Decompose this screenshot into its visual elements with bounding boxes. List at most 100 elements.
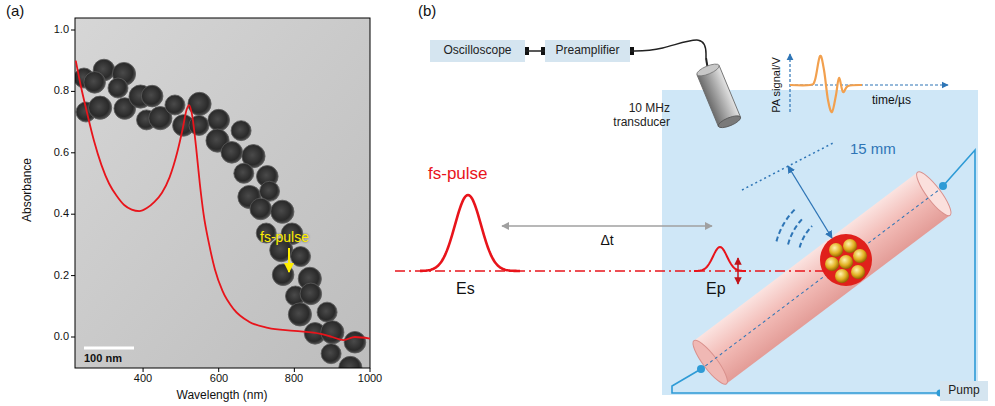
tube-joint [939,182,947,190]
sample-tube [684,165,959,391]
nanoparticle [141,85,163,107]
tick-label: 0.0 [54,330,69,343]
nanoparticle [272,264,294,286]
gold-particle [843,239,857,253]
box-label: Oscilloscope [443,44,511,58]
nanoparticle [271,200,294,223]
scale-bar [84,347,134,350]
box-label: Pump [948,384,979,398]
gold-particle [829,243,843,257]
nanoparticle [231,121,251,141]
pulse-arrow [288,248,290,272]
tick-label: 1000 [358,372,382,385]
instrument-box: Oscilloscope [430,40,525,62]
axis-ticks [71,30,370,372]
x-tick [370,368,371,372]
distance-arrow [788,166,832,238]
gold-particle [853,249,867,263]
inset-y-axis [789,54,790,112]
y-tick [71,91,75,92]
nanoparticle [344,331,366,353]
gold-particle [839,255,853,269]
nanoparticle [84,72,106,94]
tick-label: 400 [134,372,152,385]
axis-title: Absorbance [21,158,35,222]
acoustic-wave [800,226,812,248]
signal-cable [630,40,706,58]
water-tank [662,90,978,395]
nanoparticle [208,109,230,131]
x-tick [143,368,144,372]
plot-frame [75,18,370,368]
nanoparticle [291,247,311,267]
dimension-label: 15 mm [850,140,896,157]
acoustic-wave [788,218,804,245]
part-label: 10 MHz transducer [590,102,670,130]
ultrasound-transducer: 10 MHz transducer [590,58,750,138]
nanoparticles [75,59,366,368]
illuminated-spot [820,234,872,286]
tick-label: 0.6 [54,146,69,159]
tube-axis [701,187,944,370]
pulse-label: fs-pulse [260,229,309,245]
instrument-box: Preamplifier [545,40,630,62]
y-tick [71,337,75,338]
cable [525,50,545,52]
axis-title: PA signal/V [770,57,783,112]
tube-body [694,172,950,384]
nanoparticle [108,78,128,98]
acoustic-waves [776,209,812,247]
gold-particle [851,265,865,279]
tick-label: 0.2 [54,269,69,282]
nanoparticle [165,95,185,115]
y-tick [71,30,75,31]
tube-end [912,168,956,220]
x-tick [218,368,219,372]
nanoparticle [89,96,112,119]
nanoparticle [300,283,322,305]
transducer-face [717,113,742,130]
nanoparticle [321,344,341,364]
delay-arrow [502,225,712,226]
panel-letter: (b) [418,2,436,19]
nanoparticle [234,163,254,183]
nanoparticle [339,356,362,368]
pulse-label: fs-pulse [428,164,488,184]
scale-label: 100 nm [84,352,122,365]
panel-letter: (a) [6,2,24,19]
tick-label: 0.8 [54,84,69,97]
y-tick [71,214,75,215]
nanoparticle [317,302,337,322]
instrument-box: Pump [940,381,988,401]
transducer-body [695,62,742,130]
axis-title: Wavelength (nm) [177,389,268,403]
box-label: Preamplifier [555,44,619,58]
beam-axis [395,270,826,271]
transducer-back [695,62,720,79]
tubing [943,150,975,381]
tick-label: 800 [285,372,303,385]
pa-waveform [790,56,862,112]
gold-nanoparticles [825,239,867,283]
y-tick [71,275,75,276]
axis-title: time/µs [872,94,911,108]
gold-particle [825,257,839,271]
nanoparticle [288,303,311,326]
strong-pulse [420,195,520,271]
tem-image [75,18,370,368]
x-tick [294,368,295,372]
tick-label: 600 [210,372,228,385]
nanoparticle [221,142,243,164]
tick-label: 0.4 [54,207,69,220]
energy-label: Es [456,280,475,298]
absorbance-spectrum [76,61,370,340]
nanoparticle [250,198,272,220]
acoustic-wave [776,209,795,241]
y-tick [71,152,75,153]
tick-label: 1.0 [54,23,69,36]
gold-particle [835,269,849,283]
energy-label: Ep [706,280,726,298]
